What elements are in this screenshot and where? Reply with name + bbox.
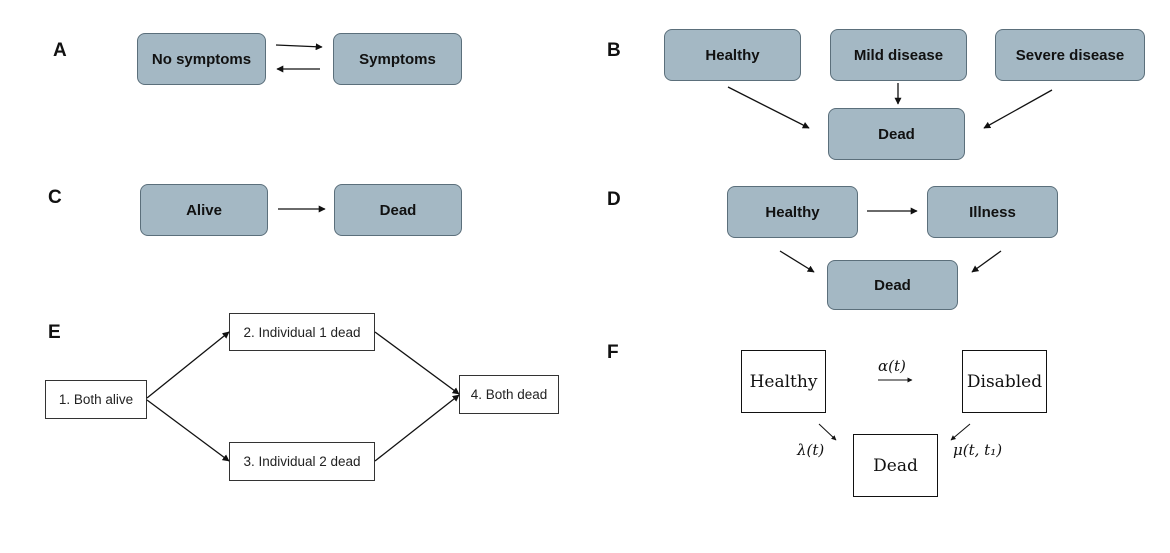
state-b-healthy: Healthy — [664, 29, 801, 81]
state-b-dead: Dead — [828, 108, 965, 160]
state-c-dead: Dead — [334, 184, 462, 236]
state-e-individual-1-dead: 2. Individual 1 dead — [229, 313, 375, 351]
panel-label-f: F — [607, 342, 619, 363]
state-f-healthy: Healthy — [741, 350, 826, 413]
arrow-f-disabled-to-dead — [950, 423, 971, 441]
panel-label-e: E — [48, 322, 61, 343]
arrow-e-ind1-to-both-dead — [374, 331, 460, 395]
state-a-no-symptoms: No symptoms — [137, 33, 266, 85]
state-d-healthy: Healthy — [727, 186, 858, 238]
arrow-e-alive-to-ind1 — [146, 331, 230, 399]
state-e-individual-2-dead: 3. Individual 2 dead — [229, 442, 375, 481]
state-d-dead: Dead — [827, 260, 958, 310]
transition-label-mu: μ(t, t₁) — [953, 441, 1003, 459]
state-b-severe-disease: Severe disease — [995, 29, 1145, 81]
arrow-e-ind2-to-both-dead — [374, 394, 460, 462]
panel-label-d: D — [607, 189, 621, 210]
state-c-alive: Alive — [140, 184, 268, 236]
arrow-b-severe-to-dead — [983, 89, 1053, 129]
state-d-illness: Illness — [927, 186, 1058, 238]
arrow-d-healthy-to-dead — [779, 250, 815, 273]
state-f-disabled: Disabled — [962, 350, 1047, 413]
panel-label-b: B — [607, 40, 621, 61]
arrow-f-healthy-to-dead — [818, 423, 837, 441]
arrow-e-alive-to-ind2 — [146, 399, 230, 462]
transition-label-alpha: α(t) — [878, 357, 906, 375]
transition-label-lambda: λ(t) — [797, 441, 825, 459]
arrow-d-illness-to-dead — [971, 250, 1002, 273]
state-b-mild-disease: Mild disease — [830, 29, 967, 81]
state-e-both-dead: 4. Both dead — [459, 375, 559, 414]
panel-label-a: A — [53, 40, 67, 61]
state-a-symptoms: Symptoms — [333, 33, 462, 85]
arrow-a-no-symptoms-to-symptoms — [275, 43, 323, 51]
panel-label-c: C — [48, 187, 62, 208]
state-e-both-alive: 1. Both alive — [45, 380, 147, 419]
arrow-b-healthy-to-dead — [727, 86, 810, 129]
state-f-dead: Dead — [853, 434, 938, 497]
